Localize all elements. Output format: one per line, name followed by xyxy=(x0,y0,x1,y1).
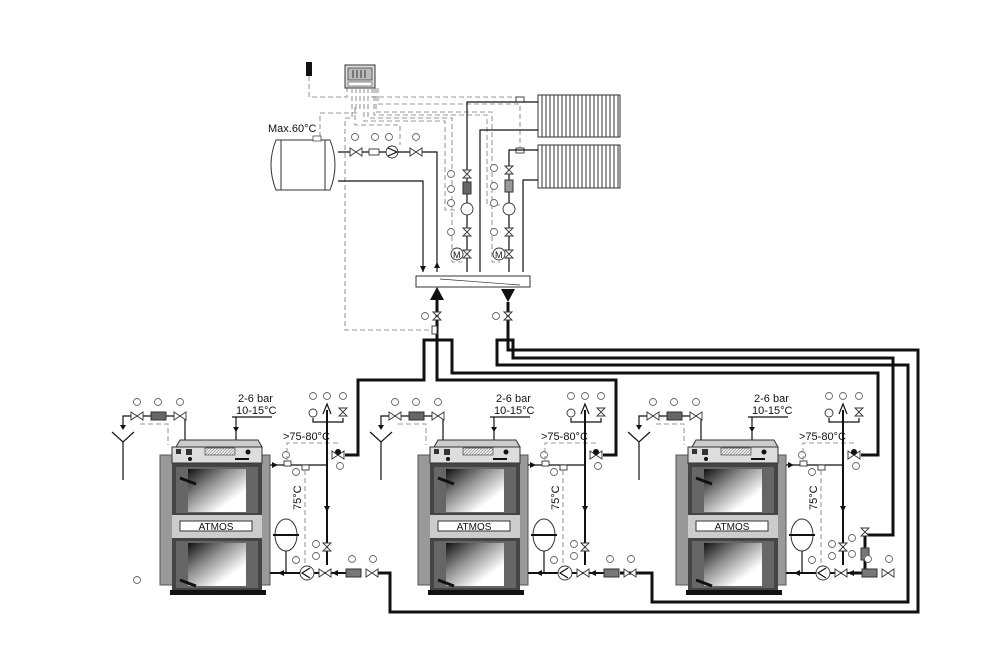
boiler-unit: 2-6 bar 10-15°C ATMOS xyxy=(627,392,895,595)
boiler-brand: ATMOS xyxy=(457,522,492,533)
distribution-manifold xyxy=(415,275,531,288)
pressure-label: 2-6 bar xyxy=(754,393,789,405)
supply-pipes xyxy=(345,338,880,457)
cold-water-inlet: 2-6 bar 10-15°C xyxy=(748,393,793,440)
check-valve xyxy=(331,449,345,470)
return-temp-label: 75°C xyxy=(808,485,820,510)
fill-drain-group xyxy=(111,398,187,480)
expansion-vessel xyxy=(789,518,815,573)
supply-sensors: >75-80°C 75°C xyxy=(270,431,340,573)
pressure-label: 2-6 bar xyxy=(496,393,531,405)
safety-group xyxy=(308,392,349,423)
room-sensor xyxy=(306,62,312,76)
return-temp-label: 75°C xyxy=(292,485,304,510)
safety-group xyxy=(566,392,607,423)
boiler-body: ATMOS xyxy=(417,439,529,595)
expansion-vessel xyxy=(273,518,299,573)
tank-charging-group xyxy=(349,133,423,159)
cold-water-inlet: 2-6 bar 10-15°C xyxy=(490,393,535,440)
check-valve xyxy=(589,449,603,470)
return-pipes xyxy=(375,338,920,614)
fill-drain-group xyxy=(369,398,445,480)
boiler-body: ATMOS xyxy=(159,439,271,595)
return-group xyxy=(528,540,637,581)
check-valve xyxy=(847,449,861,470)
inlet-temp-label: 10-15°C xyxy=(236,405,277,417)
supply-temp-label: >75-80°C xyxy=(283,431,330,443)
boiler-brand: ATMOS xyxy=(715,522,750,533)
supply-sensors: >75-80°C 75°C xyxy=(786,431,856,573)
heating-circuit-1: M xyxy=(447,101,538,272)
tank-max-temp: Max.60°C xyxy=(268,123,316,135)
supply-temp-label: >75-80°C xyxy=(799,431,846,443)
boiler-unit: 2-6 bar 10-15°C ATMOS xyxy=(369,392,637,595)
svg-text:M: M xyxy=(453,250,461,260)
boiler-body: ATMOS xyxy=(675,439,787,595)
svg-text:M: M xyxy=(495,250,503,260)
controller xyxy=(344,64,376,89)
flow-arrow-up-icon xyxy=(430,287,444,300)
fill-drain-group xyxy=(627,398,703,480)
return-temp-label: 75°C xyxy=(550,485,562,510)
safety-group xyxy=(824,392,865,423)
supply-sensors: >75-80°C 75°C xyxy=(528,431,598,573)
flow-arrow-down-icon xyxy=(501,289,515,302)
cold-water-inlet: 2-6 bar 10-15°C xyxy=(232,393,277,440)
inlet-temp-label: 10-15°C xyxy=(752,405,793,417)
radiator-1 xyxy=(515,94,621,138)
hot-water-tank: Max.60°C xyxy=(268,123,336,191)
radiator-2 xyxy=(515,144,621,189)
ref-marker xyxy=(133,576,141,584)
supply-temp-label: >75-80°C xyxy=(541,431,588,443)
expansion-vessel xyxy=(531,518,557,573)
boiler-brand: ATMOS xyxy=(199,522,234,533)
control-wiring xyxy=(319,88,521,331)
pressure-label: 2-6 bar xyxy=(238,393,273,405)
inlet-temp-label: 10-15°C xyxy=(494,405,535,417)
return-group xyxy=(786,540,895,581)
boiler-unit: 2-6 bar 10-15°C ATMOS xyxy=(111,392,379,595)
return-group xyxy=(270,540,379,581)
heating-circuit-2: M xyxy=(490,149,538,272)
